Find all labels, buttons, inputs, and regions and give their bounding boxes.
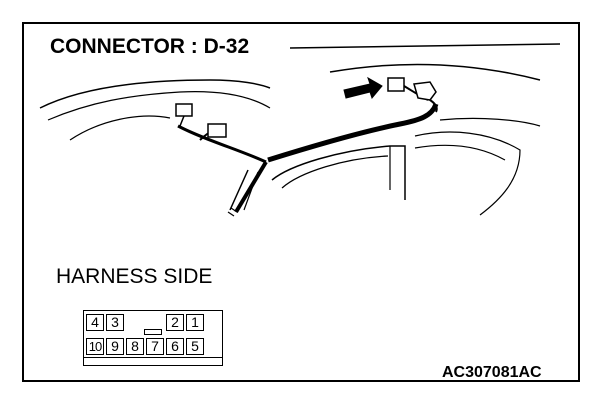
connector-mate bbox=[413, 81, 437, 101]
harness-side-label: HARNESS SIDE bbox=[56, 265, 213, 288]
pin-4: 4 bbox=[86, 314, 104, 331]
pin-6: 6 bbox=[166, 338, 184, 355]
connector-lock bbox=[144, 329, 162, 335]
pin-10: 10 bbox=[86, 338, 104, 355]
pin-9: 9 bbox=[106, 338, 124, 355]
harness-end-marks bbox=[227, 207, 238, 217]
roof-curve-lower bbox=[69, 115, 171, 141]
harness-down bbox=[234, 160, 268, 214]
pin-3: 3 bbox=[106, 314, 124, 331]
connector-left-a-lead bbox=[179, 115, 185, 127]
pin-8: 8 bbox=[126, 338, 144, 355]
connector-left-b bbox=[207, 123, 227, 138]
pillar-left bbox=[229, 169, 249, 211]
reference-code: AC307081AC bbox=[442, 364, 542, 381]
pin-2: 2 bbox=[166, 314, 184, 331]
pin-1: 1 bbox=[186, 314, 204, 331]
harness-left bbox=[177, 124, 267, 164]
diagram-frame bbox=[22, 22, 580, 382]
pin-7: 7 bbox=[146, 338, 164, 355]
door-rear-curve bbox=[414, 131, 521, 216]
roof-outline-left bbox=[39, 79, 271, 109]
pin-5: 5 bbox=[186, 338, 204, 355]
roof-outline-right bbox=[329, 63, 541, 81]
harness-main bbox=[267, 103, 439, 163]
door-frame-curve-inner bbox=[281, 155, 389, 189]
title-rule bbox=[289, 43, 561, 49]
roof-curve-right bbox=[439, 117, 541, 127]
connector-d32 bbox=[387, 77, 405, 92]
connector-base bbox=[83, 358, 223, 366]
connector-left-a bbox=[175, 103, 193, 117]
connector-body bbox=[83, 310, 223, 358]
roof-outline-inner bbox=[47, 91, 271, 121]
connector-mate-lead bbox=[429, 99, 438, 113]
connector-title: CONNECTOR : D-32 bbox=[50, 36, 254, 57]
door-rear-curve-2 bbox=[414, 144, 506, 161]
arrow-right-icon bbox=[343, 76, 383, 100]
